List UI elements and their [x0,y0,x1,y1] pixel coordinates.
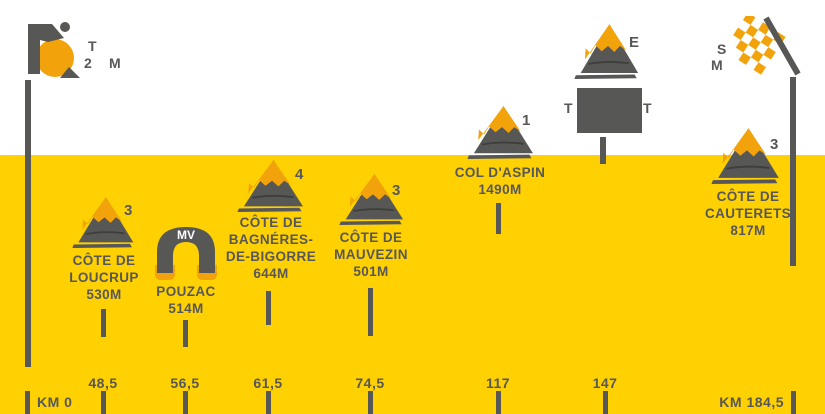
climb-name-fragment-right: T [643,100,653,116]
climb-category: 3 [124,202,133,219]
sprint-connector [183,320,188,347]
start-town-fragment: T [88,38,98,54]
climb-connector [266,291,271,325]
axis-tick [791,391,796,414]
axis-label: 61,5 [253,375,283,391]
axis-label: 117 [485,375,511,391]
climb-label-mauvezin: CÔTE DE MAUVEZIN 501M [306,229,436,280]
axis-label-km0: KM 0 [37,394,73,410]
axis-tick [368,391,373,414]
climb-connector [368,288,373,336]
climb-category: 1 [522,112,531,129]
start-elevation-fragment-left: 2 [84,55,93,71]
axis-tick [496,391,501,414]
sprint-arch-icon: MV [155,227,217,280]
redaction-box [577,88,642,133]
axis-tick [101,391,106,414]
axis-label: 74,5 [355,375,385,391]
mountain-icon [72,197,134,248]
climb-label-aspin: COL D'ASPIN 1490M [435,164,565,198]
start-line [25,80,31,367]
checkered-flag-icon [733,16,801,76]
axis-tick [603,391,608,414]
climb-elevation: 501M [353,264,389,279]
climb-label-bagneres: CÔTE DE BAGNÉRES- DE-BIGORRE 644M [206,214,336,282]
axis-tick [266,391,271,414]
axis-label: 56,5 [170,375,200,391]
climb-category: 3 [770,136,779,153]
climb-elevation: 1490M [478,182,522,197]
axis-tick [183,391,188,414]
climb-label-loucrup: CÔTE DE LOUCRUP 530M [39,252,169,303]
mountain-icon [237,160,303,212]
start-elevation-fragment-right: M [109,55,122,71]
axis-tick [25,391,30,414]
climb-elevation: 530M [86,287,122,302]
finish-line [790,77,796,266]
profile-background [0,155,825,414]
mountain-icon [711,128,779,184]
finish-elevation-fragment: M [711,57,724,73]
finish-town-fragment: S [717,41,727,57]
climb-label-cauterets: CÔTE DE CAUTERETS 817M [683,188,813,239]
svg-text:MV: MV [177,228,195,242]
climb-category: 3 [392,182,401,199]
climb-connector [600,137,606,164]
climb-name-fragment-left: T [564,100,574,116]
climb-connector [101,309,106,337]
climb-category: E [629,34,640,51]
mountain-icon [467,106,533,159]
climb-category: 4 [295,166,304,183]
axis-label-km-finish: KM 184,5 [719,394,784,410]
climb-elevation: 817M [730,223,766,238]
sprint-elevation: 514M [168,301,204,316]
sprint-label-pouzac: POUZAC 514M [121,283,251,317]
climb-connector [496,203,501,234]
mountain-icon [339,174,404,225]
axis-label: 48,5 [88,375,118,391]
climb-elevation: 644M [253,266,289,281]
mountain-icon [574,24,639,79]
axis-label: 147 [592,375,618,391]
cyclist-start-icon [28,22,80,78]
